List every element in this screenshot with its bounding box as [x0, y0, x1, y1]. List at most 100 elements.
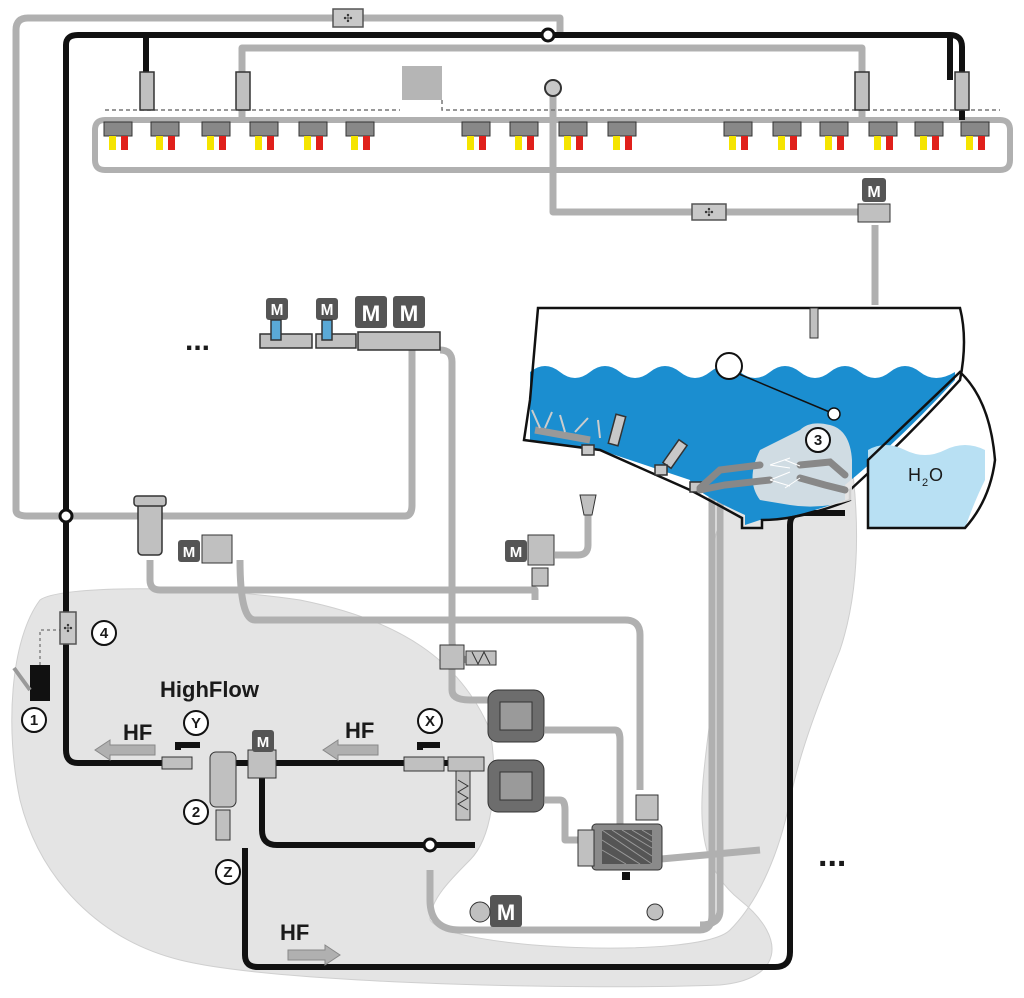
- rinse-spray: [769, 457, 801, 489]
- section-valve: [854, 71, 870, 111]
- nozzle-tip-red: [121, 136, 128, 150]
- fan-icon: ✣: [704, 207, 713, 219]
- tank-lid-probe: [809, 307, 819, 339]
- agitator-bar: [534, 426, 591, 444]
- sensor-1: [30, 665, 50, 701]
- callout-z-text: Z: [223, 864, 232, 881]
- nozzle-tip-red: [886, 136, 893, 150]
- nozzle-tip-yellow: [304, 136, 311, 150]
- nozzle-tip-yellow: [778, 136, 785, 150]
- float-arm: [738, 373, 833, 414]
- nozzle-body: [249, 121, 279, 137]
- nozzle-body: [558, 121, 588, 137]
- nozzle-tip-red: [168, 136, 175, 150]
- valve-motor: [266, 298, 288, 320]
- boom-section: [103, 66, 1000, 150]
- crossover: [58, 508, 74, 524]
- pump-out-2: [545, 796, 585, 844]
- nozzle-tip-red: [741, 136, 748, 150]
- h2o-label-sub: 2: [922, 477, 928, 489]
- flowmeter-icons: ✣ ✣ ✣: [63, 13, 713, 635]
- callout-x-text: X: [425, 713, 435, 730]
- crossover: [540, 27, 556, 43]
- nozzle-body: [723, 121, 753, 137]
- nozzle-tip-yellow: [467, 136, 474, 150]
- nozzle-tip-yellow: [729, 136, 736, 150]
- motor-label: M: [183, 544, 196, 561]
- pressure-gauge: [646, 903, 664, 921]
- manifold-line-a: [146, 560, 539, 600]
- nozzle-body: [607, 121, 637, 137]
- boom-pressure-gauge: [544, 79, 562, 97]
- freshwater-outline: [866, 370, 997, 530]
- ellipsis-right: ...: [818, 836, 846, 874]
- nozzle-body: [150, 121, 180, 137]
- callout-3-text: 3: [814, 432, 822, 449]
- callout-x: X: [417, 708, 443, 734]
- hf-arrow-left: [94, 739, 156, 761]
- crossovers: [58, 27, 556, 853]
- vent-flowmeter: [691, 203, 727, 221]
- agitator-motor-valve: M: [505, 494, 597, 587]
- boom-frame: [92, 117, 1013, 173]
- nozzle-tip-yellow: [874, 136, 881, 150]
- ellipsis-left: ...: [185, 324, 210, 357]
- section-valve: [139, 71, 155, 111]
- nozzle-tip-yellow: [966, 136, 973, 150]
- nozzle-body: [819, 121, 849, 137]
- top-flowmeter: [332, 8, 364, 28]
- outer-return-line: [12, 14, 564, 520]
- motor-label: M: [321, 302, 334, 319]
- callout-2-text: 2: [192, 804, 200, 821]
- agitator-feed: [555, 500, 592, 559]
- valve-block-return: [439, 346, 471, 664]
- hf-label-left: HF: [123, 720, 152, 745]
- bottom-motor-valve: M: [469, 895, 664, 927]
- regulator-motor: M: [178, 534, 233, 564]
- callout-4: 4: [91, 620, 117, 646]
- callout-2: 2: [183, 799, 209, 825]
- pump-suction-1: [448, 650, 495, 704]
- highflow-title: HighFlow: [160, 677, 260, 702]
- motor-label: M: [400, 301, 419, 326]
- pressure-filter: [133, 495, 167, 556]
- tank-water: [530, 366, 955, 525]
- highflow-filter: [209, 751, 237, 808]
- motor-label: M: [497, 900, 515, 925]
- callout-y-text: Y: [191, 715, 201, 732]
- motor-label: M: [867, 184, 880, 201]
- fan-icon: ✣: [343, 13, 352, 25]
- return-loop: [259, 775, 475, 848]
- hf-label-mid: HF: [345, 718, 374, 743]
- nozzle-body: [960, 121, 990, 137]
- pump-out-1: [545, 726, 624, 830]
- nozzle-tip-red: [932, 136, 939, 150]
- main-pressure-line: [63, 32, 965, 766]
- boom-section-valves: [139, 71, 970, 111]
- boom-control-box: [402, 66, 442, 100]
- nozzle-tip-yellow: [515, 136, 522, 150]
- manifold-line-b: [236, 559, 644, 790]
- section-valve: [954, 71, 970, 111]
- fan-icon: ✣: [63, 623, 72, 635]
- valve-body: [857, 203, 891, 223]
- valve-bodies: [259, 319, 441, 351]
- nozzle-tip-red: [267, 136, 274, 150]
- nozzle-tip-red: [837, 136, 844, 150]
- sump-line: [649, 846, 761, 864]
- nozzle-body: [914, 121, 944, 137]
- nozzle-body: [509, 121, 539, 137]
- crossover: [422, 837, 438, 853]
- callout-y: Y: [183, 710, 209, 736]
- flow-arrows: [94, 739, 379, 966]
- agitator-nozzles: [531, 409, 601, 439]
- filter-bypass-line: [70, 345, 416, 520]
- main-tank: [522, 306, 966, 530]
- pumps: [439, 644, 545, 821]
- tank-float: [715, 352, 743, 380]
- nozzle-body: [772, 121, 802, 137]
- nozzle-tip-red: [316, 136, 323, 150]
- h2o-label-o: O: [929, 465, 943, 485]
- nozzle-body: [103, 121, 133, 137]
